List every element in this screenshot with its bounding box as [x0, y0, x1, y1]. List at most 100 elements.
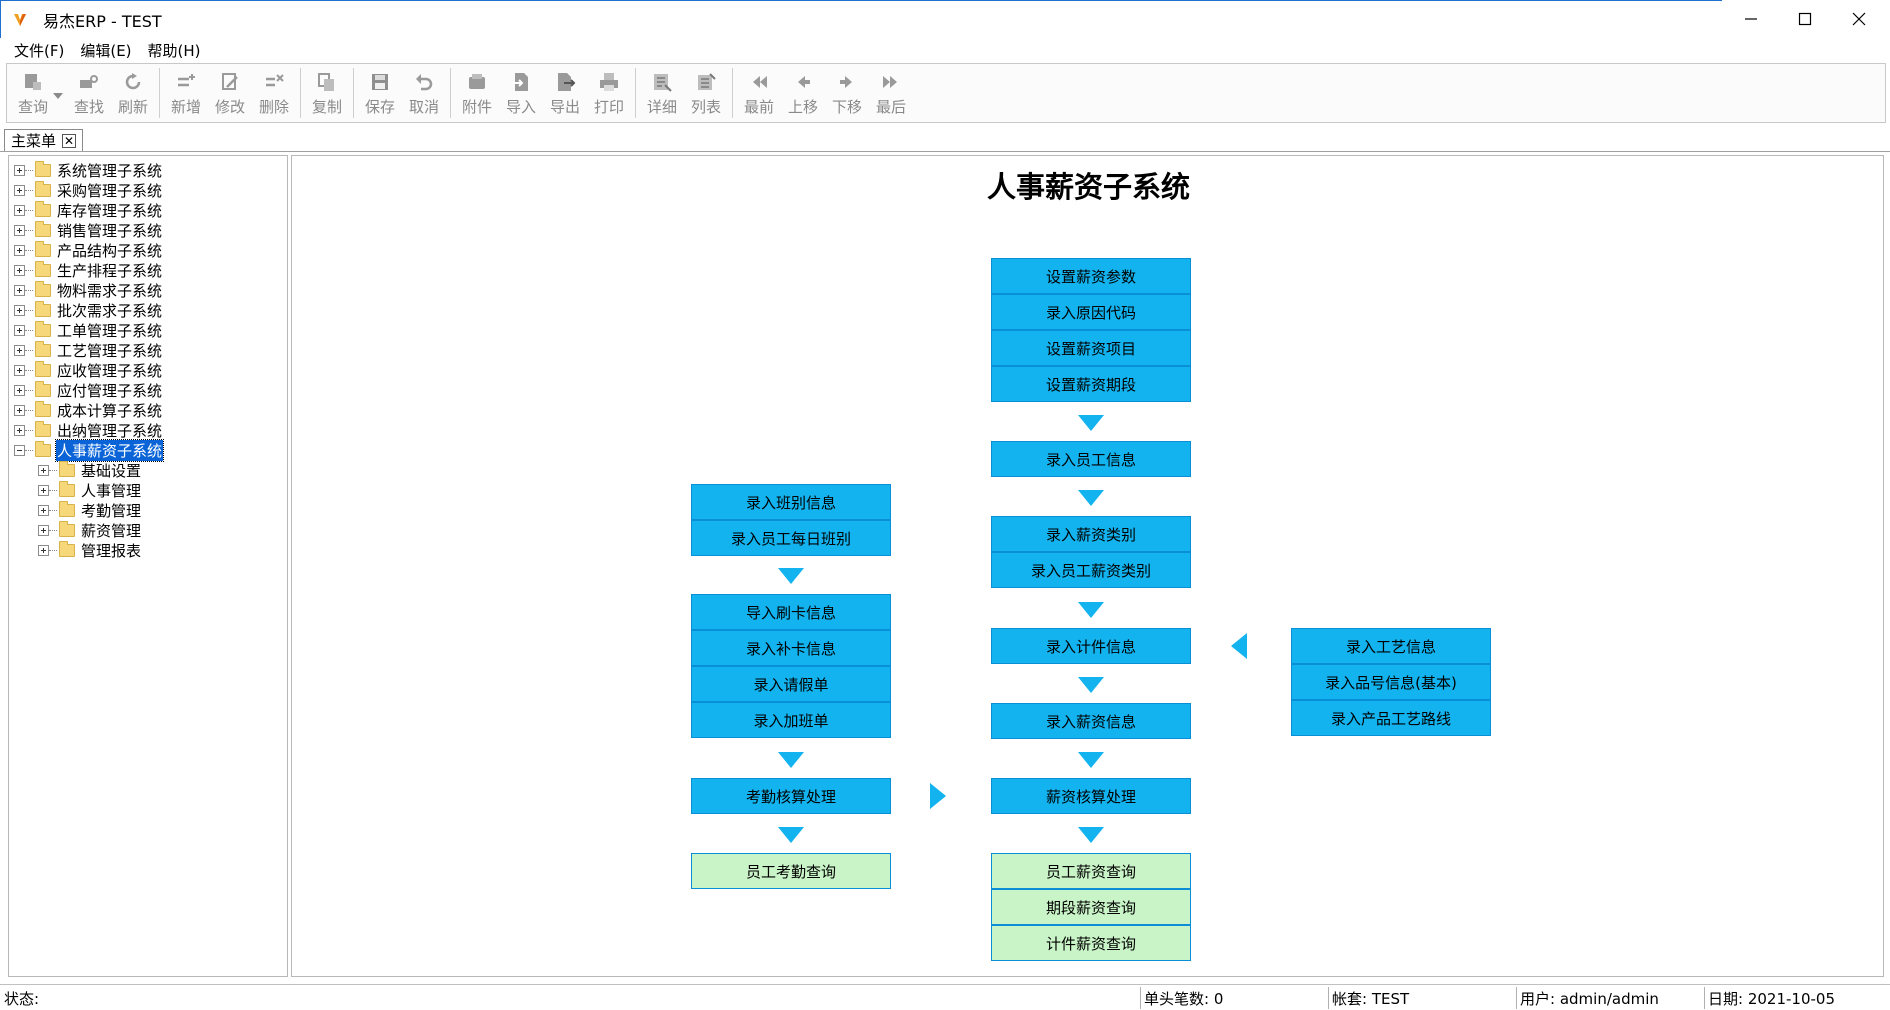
tree-item[interactable]: 人事薪资子系统 — [14, 438, 165, 462]
flow-step[interactable]: 录入品号信息(基本) — [1291, 664, 1491, 700]
tree-item[interactable]: 库存管理子系统 — [14, 200, 163, 220]
attach-button[interactable]: 附件 — [455, 64, 499, 122]
copy-button[interactable]: 复制 — [305, 64, 349, 122]
expand-icon[interactable] — [14, 284, 25, 296]
expand-icon[interactable] — [38, 464, 49, 476]
flow-step[interactable]: 考勤核算处理 — [691, 778, 891, 814]
toolbar: 查询查找刷新新增修改删除复制保存取消附件导入导出打印详细列表最前上移下移最后 — [6, 63, 1886, 123]
flow-step[interactable]: 录入薪资类别 — [991, 516, 1191, 552]
tree-item-label: 销售管理子系统 — [57, 221, 163, 240]
query-dropdown-button[interactable] — [51, 64, 65, 122]
expand-icon[interactable] — [14, 324, 25, 336]
expand-icon[interactable] — [14, 424, 25, 436]
tree-item[interactable]: 应付管理子系统 — [14, 380, 163, 400]
tree-item[interactable]: 基础设置 — [38, 460, 142, 480]
flow-step[interactable]: 录入请假单 — [691, 666, 891, 702]
maximize-button[interactable] — [1778, 0, 1832, 38]
expand-icon[interactable] — [14, 184, 25, 196]
flow-step[interactable]: 录入员工信息 — [991, 441, 1191, 477]
tab-close-icon[interactable]: ✕ — [62, 133, 77, 148]
menu-file[interactable]: 文件(F) — [14, 41, 65, 60]
expand-icon[interactable] — [14, 304, 25, 316]
flow-step[interactable]: 设置薪资项目 — [991, 330, 1191, 366]
tree-item[interactable]: 工艺管理子系统 — [14, 340, 163, 360]
save-button[interactable]: 保存 — [358, 64, 402, 122]
new-button[interactable]: 新增 — [164, 64, 208, 122]
detail-button[interactable]: 详细 — [640, 64, 684, 122]
arrow-down-icon — [778, 752, 804, 768]
expand-icon[interactable] — [38, 544, 49, 556]
status-divider — [1140, 987, 1141, 1009]
flow-step[interactable]: 员工薪资查询 — [991, 853, 1191, 889]
tree-item[interactable]: 生产排程子系统 — [14, 260, 163, 280]
expand-icon[interactable] — [14, 164, 25, 176]
expand-icon[interactable] — [14, 404, 25, 416]
tree-item[interactable]: 产品结构子系统 — [14, 240, 163, 260]
flow-step[interactable]: 录入员工每日班别 — [691, 520, 891, 556]
flow-step[interactable]: 录入产品工艺路线 — [1291, 700, 1491, 736]
flow-step[interactable]: 计件薪资查询 — [991, 925, 1191, 961]
expand-icon[interactable] — [14, 224, 25, 236]
tree-item[interactable]: 工单管理子系统 — [14, 320, 163, 340]
folder-icon — [35, 440, 51, 457]
export-button[interactable]: 导出 — [543, 64, 587, 122]
expand-icon[interactable] — [38, 524, 49, 536]
tree-item[interactable]: 人事管理 — [38, 480, 142, 500]
tree-item[interactable]: 考勤管理 — [38, 500, 142, 520]
flow-step[interactable]: 录入薪资信息 — [991, 703, 1191, 739]
toolbar-separator — [732, 68, 733, 118]
print-button[interactable]: 打印 — [587, 64, 631, 122]
tree-item[interactable]: 应收管理子系统 — [14, 360, 163, 380]
flow-step[interactable]: 录入工艺信息 — [1291, 628, 1491, 664]
query-button[interactable]: 查询 — [11, 64, 55, 122]
down-button[interactable]: 下移 — [825, 64, 869, 122]
flow-step[interactable]: 录入原因代码 — [991, 294, 1191, 330]
close-button[interactable] — [1832, 0, 1886, 38]
delete-button[interactable]: 删除 — [252, 64, 296, 122]
expand-icon[interactable] — [14, 244, 25, 256]
tree-item[interactable]: 系统管理子系统 — [14, 160, 163, 180]
menu-help[interactable]: 帮助(H) — [147, 41, 201, 60]
collapse-icon[interactable] — [14, 444, 25, 456]
find-button[interactable]: 查找 — [67, 64, 111, 122]
minimize-button[interactable] — [1724, 0, 1778, 38]
tree-item[interactable]: 薪资管理 — [38, 520, 142, 540]
flow-step[interactable]: 录入班别信息 — [691, 484, 891, 520]
expand-icon[interactable] — [38, 484, 49, 496]
last-button[interactable]: 最后 — [869, 64, 913, 122]
cancel-button[interactable]: 取消 — [402, 64, 446, 122]
tree-item[interactable]: 采购管理子系统 — [14, 180, 163, 200]
flow-step[interactable]: 员工考勤查询 — [691, 853, 891, 889]
expand-icon[interactable] — [38, 504, 49, 516]
tree-item[interactable]: 管理报表 — [38, 540, 142, 560]
flow-step[interactable]: 录入补卡信息 — [691, 630, 891, 666]
flow-step[interactable]: 设置薪资参数 — [991, 258, 1191, 294]
up-button[interactable]: 上移 — [781, 64, 825, 122]
expand-icon[interactable] — [14, 264, 25, 276]
flow-step[interactable]: 录入员工薪资类别 — [991, 552, 1191, 588]
tree-item[interactable]: 销售管理子系统 — [14, 220, 163, 240]
list-button[interactable]: 列表 — [684, 64, 728, 122]
flow-step[interactable]: 录入加班单 — [691, 702, 891, 738]
flow-step[interactable]: 期段薪资查询 — [991, 889, 1191, 925]
flow-step[interactable]: 录入计件信息 — [991, 628, 1191, 664]
status-bar: 状态: 单头笔数: 0 帐套: TEST 用户: admin/admin 日期:… — [0, 984, 1890, 1010]
edit-button[interactable]: 修改 — [208, 64, 252, 122]
expand-icon[interactable] — [14, 364, 25, 376]
tree-item[interactable]: 出纳管理子系统 — [14, 420, 163, 440]
flow-step[interactable]: 设置薪资期段 — [991, 366, 1191, 402]
expand-icon[interactable] — [14, 344, 25, 356]
tree-item[interactable]: 批次需求子系统 — [14, 300, 163, 320]
tab-main-menu[interactable]: 主菜单 ✕ — [4, 129, 84, 151]
tree-item[interactable]: 物料需求子系统 — [14, 280, 163, 300]
arrow-down-icon — [1078, 415, 1104, 431]
flow-step[interactable]: 导入刷卡信息 — [691, 594, 891, 630]
refresh-button[interactable]: 刷新 — [111, 64, 155, 122]
import-button[interactable]: 导入 — [499, 64, 543, 122]
flow-step[interactable]: 薪资核算处理 — [991, 778, 1191, 814]
menu-edit[interactable]: 编辑(E) — [80, 41, 132, 60]
tree-item[interactable]: 成本计算子系统 — [14, 400, 163, 420]
first-button[interactable]: 最前 — [737, 64, 781, 122]
expand-icon[interactable] — [14, 384, 25, 396]
expand-icon[interactable] — [14, 204, 25, 216]
